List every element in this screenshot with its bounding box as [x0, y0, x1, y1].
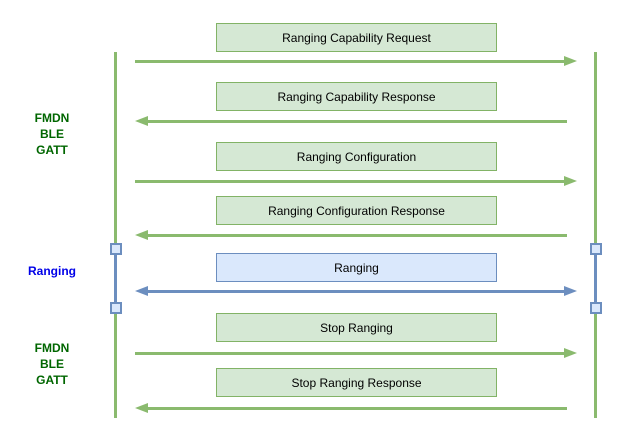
- message-box-stop-ranging-response: Stop Ranging Response: [216, 368, 497, 397]
- message-box-ranging-configuration: Ranging Configuration: [216, 142, 497, 171]
- arrow-ranging-bidirectional: [135, 286, 577, 296]
- phase-label-ranging: Ranging: [28, 264, 76, 278]
- arrowhead-right-icon: [564, 56, 577, 66]
- lifeline-right: [594, 52, 597, 418]
- arrow-ranging-configuration: [135, 176, 577, 186]
- lifeline-left-ranging-segment: [114, 249, 117, 308]
- arrow-shaft: [144, 407, 567, 410]
- arrow-shaft: [135, 352, 568, 355]
- handle-left-bottom[interactable]: [110, 302, 122, 314]
- arrowhead-right-icon: [564, 286, 577, 296]
- handle-left-top[interactable]: [110, 243, 122, 255]
- arrowhead-left-icon: [135, 230, 148, 240]
- message-box-ranging-capability-request: Ranging Capability Request: [216, 23, 497, 52]
- arrowhead-right-icon: [564, 348, 577, 358]
- arrow-ranging-capability-response: [135, 116, 577, 126]
- arrow-ranging-capability-request: [135, 56, 577, 66]
- lifeline-left: [114, 52, 117, 418]
- arrowhead-right-icon: [564, 176, 577, 186]
- arrow-stop-ranging: [135, 348, 577, 358]
- arrow-shaft: [144, 290, 568, 293]
- lifeline-right-ranging-segment: [594, 249, 597, 308]
- arrow-ranging-configuration-response: [135, 230, 577, 240]
- arrow-shaft: [135, 180, 568, 183]
- arrow-stop-ranging-response: [135, 403, 577, 413]
- arrow-shaft: [144, 234, 567, 237]
- arrow-shaft: [144, 120, 567, 123]
- arrowhead-left-icon: [135, 116, 148, 126]
- arrowhead-left-icon: [135, 403, 148, 413]
- arrow-shaft: [135, 60, 568, 63]
- message-box-ranging-capability-response: Ranging Capability Response: [216, 82, 497, 111]
- message-box-ranging: Ranging: [216, 253, 497, 282]
- arrowhead-left-icon: [135, 286, 148, 296]
- handle-right-bottom[interactable]: [590, 302, 602, 314]
- phase-label-fmdn-ble-gatt-top: FMDN BLE GATT: [34, 111, 70, 157]
- phase-label-fmdn-ble-gatt-bottom: FMDN BLE GATT: [34, 341, 70, 387]
- handle-right-top[interactable]: [590, 243, 602, 255]
- message-box-stop-ranging: Stop Ranging: [216, 313, 497, 342]
- message-box-ranging-configuration-response: Ranging Configuration Response: [216, 196, 497, 225]
